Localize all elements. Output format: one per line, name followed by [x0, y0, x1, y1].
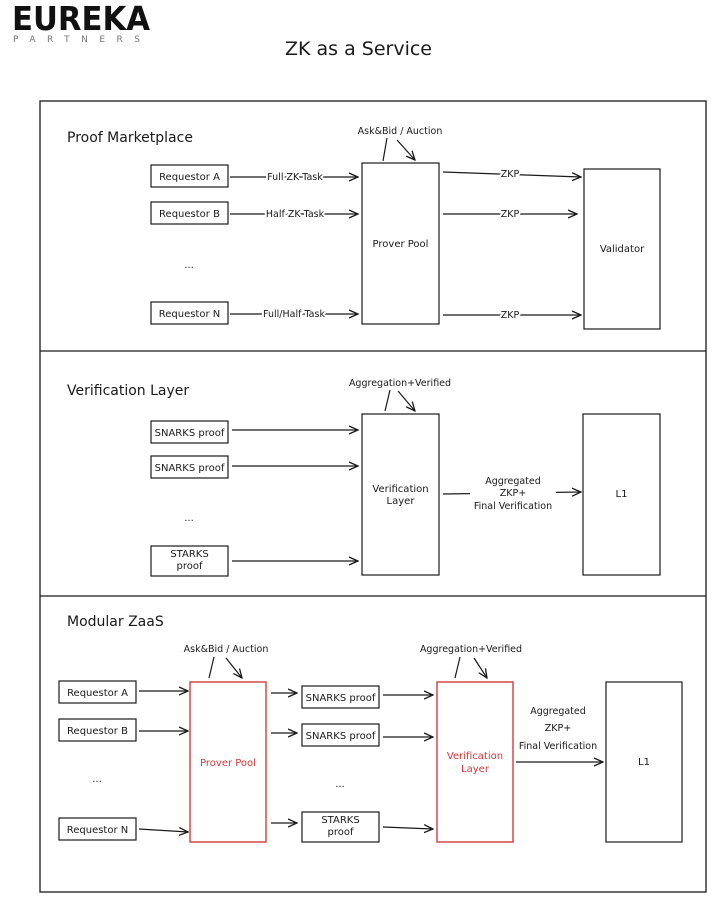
aggregation-arrow [397, 390, 415, 411]
requestor-box [150, 301, 229, 325]
requestor-label: Requestor N [67, 825, 129, 836]
label-line: STARKS [321, 815, 359, 826]
logo-subtitle: PARTNERS [13, 35, 152, 45]
zkp-label: ZKP [501, 209, 520, 220]
label-line: Layer [461, 764, 490, 775]
validator-box [583, 168, 661, 330]
proof-box [301, 685, 380, 709]
verification-layer-box [361, 413, 440, 576]
requestor-label: Requestor A [159, 172, 220, 183]
label-line: proof [177, 561, 203, 572]
auction-stroke [208, 656, 215, 679]
requestor-label: Requestor B [67, 726, 128, 737]
auction-arrow [396, 139, 415, 160]
requestor-label: Requestor B [159, 209, 220, 220]
label-line: Verification [372, 484, 428, 495]
l1-box [605, 681, 683, 843]
ellipsis: ... [335, 779, 345, 790]
arrow [442, 171, 581, 177]
auction-stroke [382, 137, 388, 162]
verification-layer-box-red [436, 681, 514, 843]
proof-box [150, 420, 229, 444]
final-label-line: Final Verification [519, 741, 597, 752]
proof-label: SNARKS proof [155, 463, 225, 474]
ellipsis: ... [184, 260, 194, 271]
final-label-line: ZKP+ [545, 723, 571, 734]
l1-label: L1 [616, 489, 628, 500]
requestor-label: Requestor N [159, 309, 221, 320]
proof-box [301, 811, 380, 843]
requestor-box [58, 680, 137, 704]
section-title: Verification Layer [67, 383, 189, 399]
prover-pool-label: Prover Pool [200, 758, 256, 769]
aggregation-label: Aggregation+Verified [420, 644, 522, 655]
label-line: Layer [387, 496, 416, 507]
section-verification-layer: Verification Layer SNARKS proof SNARKS p… [67, 378, 661, 577]
task-label: Full/Half Task [263, 309, 325, 320]
label-line: Verification [447, 751, 503, 762]
l1-box [582, 413, 661, 576]
requestor-box [58, 718, 137, 742]
logo-wordmark: EUREKA [12, 0, 151, 38]
aggregation-stroke [454, 656, 461, 679]
aggregation-stroke [384, 389, 391, 412]
zkp-label: ZKP [501, 310, 520, 321]
prover-pool-label: Prover Pool [373, 239, 429, 250]
final-label-line: Final Verification [474, 501, 552, 512]
proof-label: SNARKS proof [155, 428, 225, 439]
proof-label: SNARKS proof [306, 693, 376, 704]
validator-label: Validator [600, 244, 645, 255]
final-label-line: Aggregated [485, 476, 541, 487]
requestor-box [58, 817, 137, 841]
ellipsis: ... [92, 774, 102, 785]
proof-box [150, 545, 229, 577]
section-modular-zaas: Modular ZaaS Requestor A Requestor B ...… [58, 614, 683, 843]
section-proof-marketplace: Proof Marketplace Requestor A Requestor … [67, 126, 661, 330]
final-label-line: Aggregated [530, 706, 586, 717]
proof-box [150, 455, 229, 479]
proof-label: SNARKS proof [306, 731, 376, 742]
label-line: proof [328, 827, 354, 838]
section-title: Modular ZaaS [67, 614, 164, 630]
page-title: ZK as a Service [285, 38, 432, 60]
label-line: STARKS [170, 549, 208, 560]
ellipsis: ... [184, 513, 194, 524]
final-label-line: ZKP+ [500, 488, 526, 499]
auction-label: Ask&Bid / Auction [184, 644, 269, 655]
proof-box [301, 723, 380, 747]
requestor-label: Requestor A [67, 688, 128, 699]
label-backdrop [470, 474, 556, 512]
section-title: Proof Marketplace [67, 130, 193, 146]
outer-frame [39, 100, 707, 893]
task-label: Half ZK Task [266, 209, 325, 220]
aggregation-arrow [473, 657, 487, 678]
aggregation-label: Aggregation+Verified [349, 378, 451, 389]
prover-pool-box-red [189, 681, 267, 843]
zkp-label: ZKP [501, 169, 520, 180]
arrow [382, 827, 433, 829]
l1-label: L1 [638, 757, 650, 768]
requestor-box [150, 201, 229, 225]
arrow [138, 829, 188, 832]
auction-arrow [225, 657, 242, 678]
prover-pool-box [361, 162, 440, 325]
requestor-box [150, 164, 229, 188]
task-label: Full ZK Task [267, 172, 323, 183]
auction-label: Ask&Bid / Auction [358, 126, 443, 137]
